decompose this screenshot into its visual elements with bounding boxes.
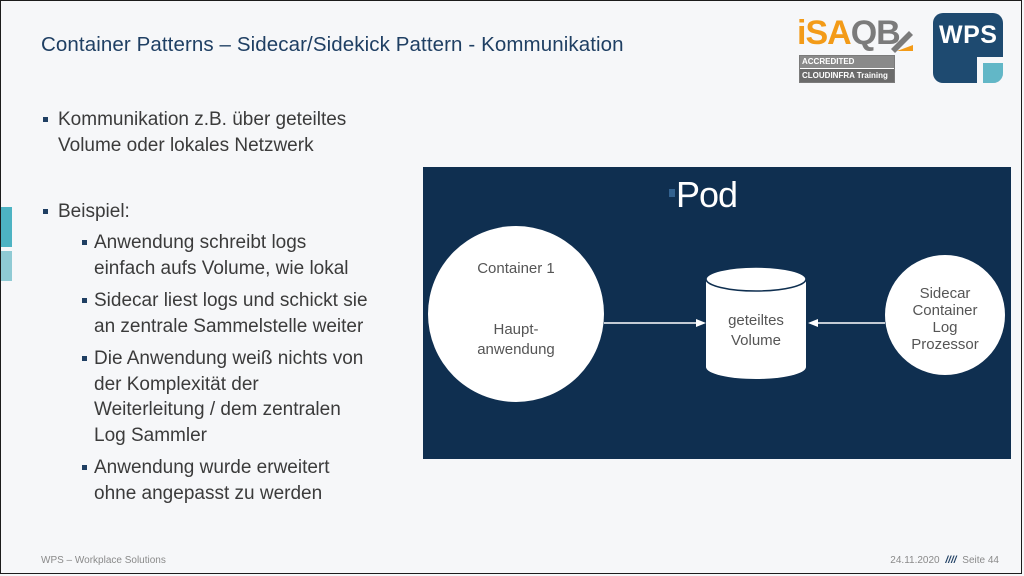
sidecar-line: Log [932, 319, 958, 336]
shared-volume-cylinder: geteiltes Volume [705, 266, 807, 379]
isaqb-logo: iSAQB ACCREDITED CLOUDINFRA Training [797, 11, 919, 87]
arrowhead-right [696, 319, 706, 327]
slide-title: Container Patterns – Sidecar/Sidekick Pa… [41, 33, 624, 56]
bullet-line: Weiterleitung / dem zentralen [94, 399, 341, 420]
arrowhead-left [808, 319, 818, 327]
wps-logo-square [983, 63, 1003, 83]
volume-line: Volume [730, 332, 782, 349]
container1-sub-line: Haupt- [493, 321, 539, 338]
pod-diagram: Pod Container 1 Haupt- anwendung geteilt… [423, 167, 1011, 459]
bullet-line: Die Anwendung weiß nichts von [94, 348, 364, 369]
accredited-label: ACCREDITED [800, 56, 894, 68]
bullet-square-icon [82, 240, 87, 245]
bullet-square-icon [82, 465, 87, 470]
training-label: CLOUDINFRA Training [800, 69, 894, 82]
bullet-line: Sidecar liest logs und schickt sie [94, 290, 368, 311]
diagram-arrows [604, 319, 885, 327]
side-accent-bar [1, 207, 12, 247]
accredited-badge: ACCREDITED CLOUDINFRA Training [799, 55, 895, 83]
bullet-line: Volume oder lokales Netzwerk [58, 134, 314, 156]
bullet-square-icon [43, 209, 48, 214]
bullet-square-icon [82, 298, 87, 303]
bullet-line: einfach aufs Volume, wie lokal [94, 257, 349, 279]
container1-sub-line: anwendung [477, 341, 555, 358]
bullet-line: Beispiel: [58, 201, 130, 222]
sidecar-line: Prozessor [911, 336, 979, 353]
bullet-line: der Komplexität der [94, 373, 259, 395]
bullet-line: Anwendung wurde erweitert [94, 457, 330, 478]
footer-separator: //// [945, 555, 957, 566]
isaqb-check-icon [891, 31, 913, 53]
bullet-line: an zentrale Sammelstelle weiter [94, 315, 364, 337]
wps-logo: WPS [933, 13, 1003, 83]
sidecar-line: Container [912, 302, 978, 319]
container1-title: Container 1 [477, 260, 555, 277]
volume-line: geteiltes [728, 312, 784, 329]
isaqb-wordmark: iSAQB [797, 14, 901, 52]
side-accent-bar-light [1, 251, 12, 281]
container1-circle: Container 1 Haupt- anwendung [428, 226, 604, 402]
cylinder-shape [705, 266, 807, 379]
bullet-square-icon [43, 117, 48, 122]
sidecar-circle: Sidecar Container Log Prozessor [885, 255, 1005, 375]
bullet-line: ohne angepasst zu werden [94, 482, 323, 504]
sidecar-line: Sidecar [919, 285, 971, 302]
pod-label: Pod [676, 174, 738, 215]
footer-company: WPS – Workplace Solutions [41, 555, 166, 566]
footer-page-info: 24.11.2020 //// Seite 44 [890, 555, 999, 566]
bullet-line: Kommunikation z.B. über geteiltes [58, 109, 347, 130]
bullet-line: Log Sammler [94, 424, 207, 446]
footer-page-number: Seite 44 [962, 555, 999, 566]
wps-logo-text: WPS [939, 21, 998, 49]
bullet-line: Anwendung schreibt logs [94, 232, 307, 253]
pod-marker [669, 189, 675, 197]
footer-date: 24.11.2020 [890, 555, 940, 566]
bullet-square-icon [82, 356, 87, 361]
